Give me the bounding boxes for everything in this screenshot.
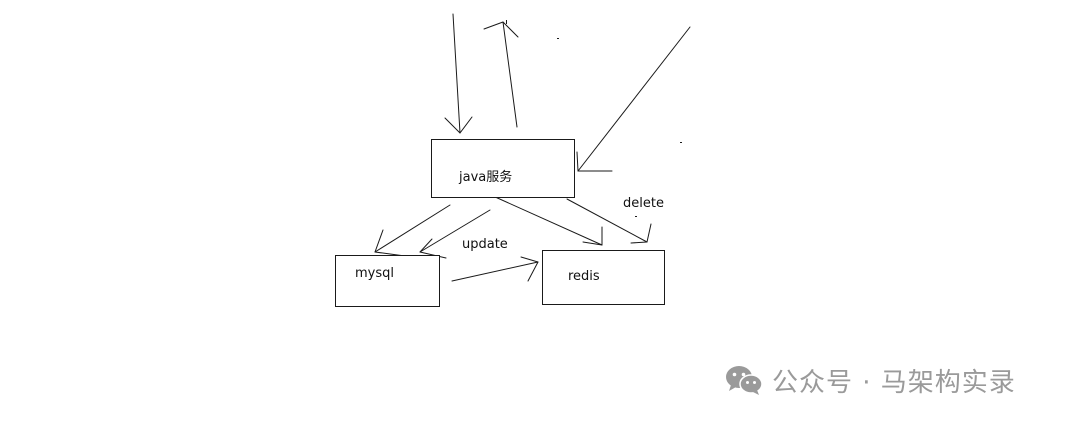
incoming-request-arrow (444, 13, 473, 134)
java-service-label: java服务 (459, 170, 513, 185)
java-service-box (431, 139, 575, 198)
update-edge-label: update (462, 237, 508, 252)
redis-label: redis (568, 269, 600, 284)
java-to-redis-delete-arrow (566, 198, 652, 244)
stray-mark (680, 142, 682, 143)
delete-edge-label: delete (623, 196, 664, 211)
mysql-to-redis-update-arrow (451, 256, 539, 282)
mysql-box (335, 255, 440, 307)
watermark-text: 公众号 · 马架构实录 (772, 367, 1016, 398)
java-to-mysql-arrow (374, 204, 451, 257)
stray-mark (506, 20, 507, 24)
wechat-icon (726, 366, 763, 395)
stray-mark (635, 216, 637, 217)
java-to-redis-arrow (492, 195, 603, 246)
mysql-label: mysql (355, 266, 394, 281)
response-arrow (483, 21, 519, 128)
diagonal-incoming-arrow (576, 26, 691, 172)
watermark: 公众号 · 马架构实录 (724, 362, 1016, 398)
stray-mark (557, 38, 559, 39)
redis-box (542, 250, 665, 305)
